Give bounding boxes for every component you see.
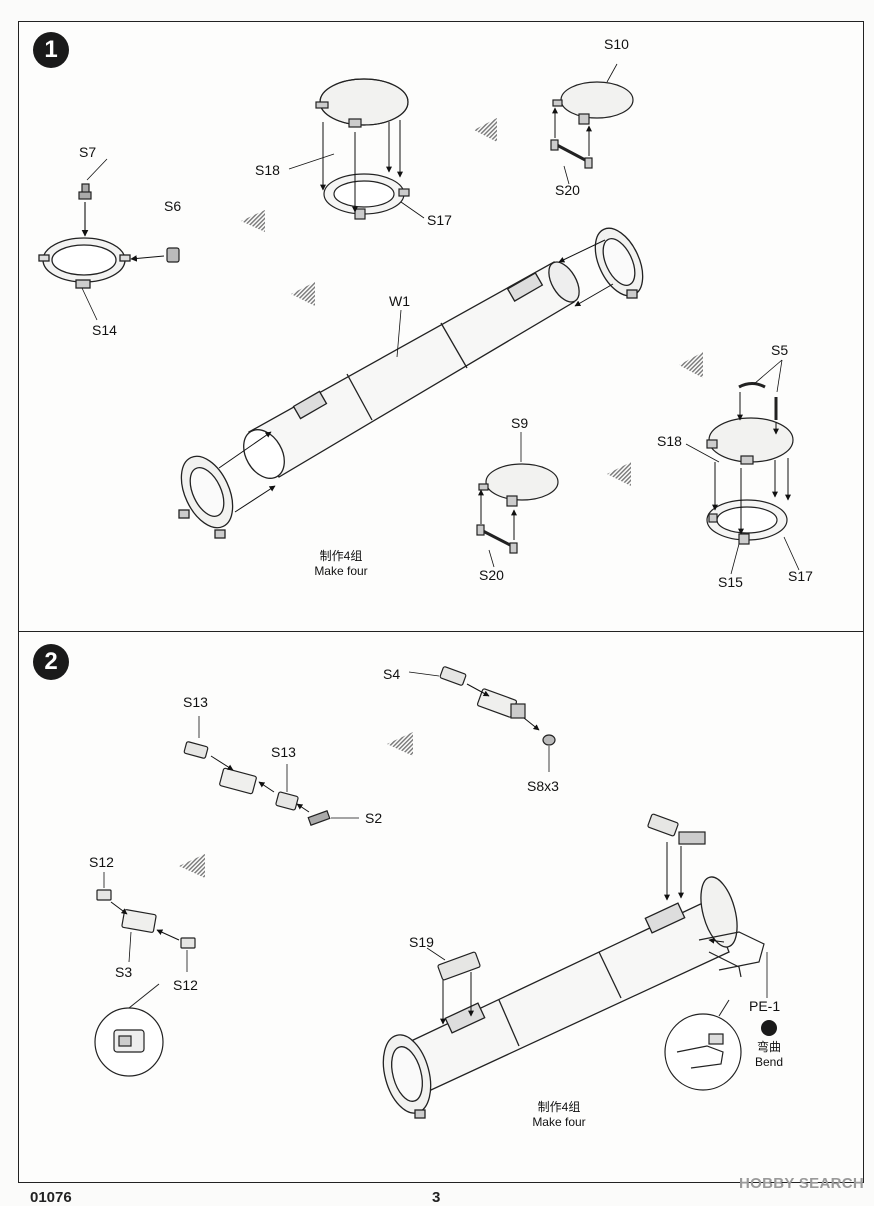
bend-en: Bend — [754, 1055, 784, 1069]
part-s10 — [550, 81, 634, 169]
label-s18-a: S18 — [255, 162, 280, 178]
label-s6: S6 — [164, 198, 182, 214]
part-s7 — [78, 183, 92, 200]
label-s10: S10 — [604, 36, 629, 52]
part-s19 — [437, 951, 481, 981]
label-s12-b: S12 — [173, 977, 198, 993]
part-w1-front-cap-2 — [382, 1034, 432, 1119]
watermark: HOBBY SEARCH — [738, 1175, 864, 1192]
label-s20-a: S20 — [555, 182, 580, 198]
part-s6 — [166, 247, 180, 263]
label-s14: S14 — [92, 322, 117, 338]
label-s20-b: S20 — [479, 567, 504, 583]
label-s9: S9 — [511, 415, 529, 431]
step-2-diagram — [94, 666, 768, 1119]
bend-cn: 弯曲 — [756, 1040, 781, 1054]
model-number: 01076 — [30, 1189, 72, 1206]
step-1-diagram — [38, 63, 800, 575]
label-s17-a: S17 — [427, 212, 452, 228]
part-s4-assembly — [439, 666, 556, 746]
make-four-note-2: 制作4组 Make four — [519, 1100, 599, 1130]
label-s3: S3 — [115, 964, 133, 980]
note-cn: 制作4组 — [537, 1100, 581, 1114]
step-badge-1: 1 — [33, 32, 69, 68]
part-s13-assembly — [183, 741, 331, 826]
page-number: 3 — [432, 1189, 441, 1206]
part-turret-assembly-b — [706, 382, 794, 545]
part-pe-1 — [698, 931, 765, 978]
note-en: Make four — [532, 1115, 586, 1129]
detail-callout-pe-1 — [664, 1013, 742, 1091]
part-w1-tube-assembled — [408, 899, 730, 1091]
direction-arrow — [241, 118, 703, 486]
note-cn: 制作4组 — [319, 549, 363, 563]
label-w1: W1 — [389, 293, 410, 309]
label-s8x3: S8x3 — [527, 778, 559, 794]
label-s2: S2 — [365, 810, 383, 826]
bend-note: 弯曲 Bend — [741, 1040, 797, 1070]
part-turret-assembly-a — [315, 78, 410, 220]
label-s13-a: S13 — [183, 694, 208, 710]
direction-arrow — [179, 732, 413, 878]
part-w1-rear-cap-2 — [700, 876, 738, 948]
part-s3-assembly — [96, 889, 196, 949]
step-1-panel: 1 — [18, 21, 864, 632]
part-w1-front-cap — [178, 455, 234, 539]
part-s9 — [476, 463, 559, 554]
label-s13-b: S13 — [271, 744, 296, 760]
label-s17-b: S17 — [788, 568, 813, 584]
label-s19: S19 — [409, 934, 434, 950]
label-s5: S5 — [771, 342, 789, 358]
label-s15: S15 — [718, 574, 743, 590]
step-2-panel: 2 — [18, 631, 864, 1183]
label-s12-a: S12 — [89, 854, 114, 870]
part-w1-tube — [243, 261, 580, 479]
label-pe-1: PE-1 — [749, 998, 781, 1014]
label-s18-b: S18 — [657, 433, 682, 449]
part-s14-ring — [38, 237, 131, 289]
label-s4: S4 — [383, 666, 401, 682]
make-four-note-1: 制作4组 Make four — [301, 549, 381, 579]
step-badge-2: 2 — [33, 644, 69, 680]
bend-icon — [761, 1020, 777, 1036]
part-s4-placed — [647, 813, 706, 845]
label-s7: S7 — [79, 144, 97, 160]
detail-callout-s3 — [94, 1007, 164, 1077]
part-w1-rear-cap — [594, 227, 644, 299]
note-en: Make four — [314, 564, 368, 578]
